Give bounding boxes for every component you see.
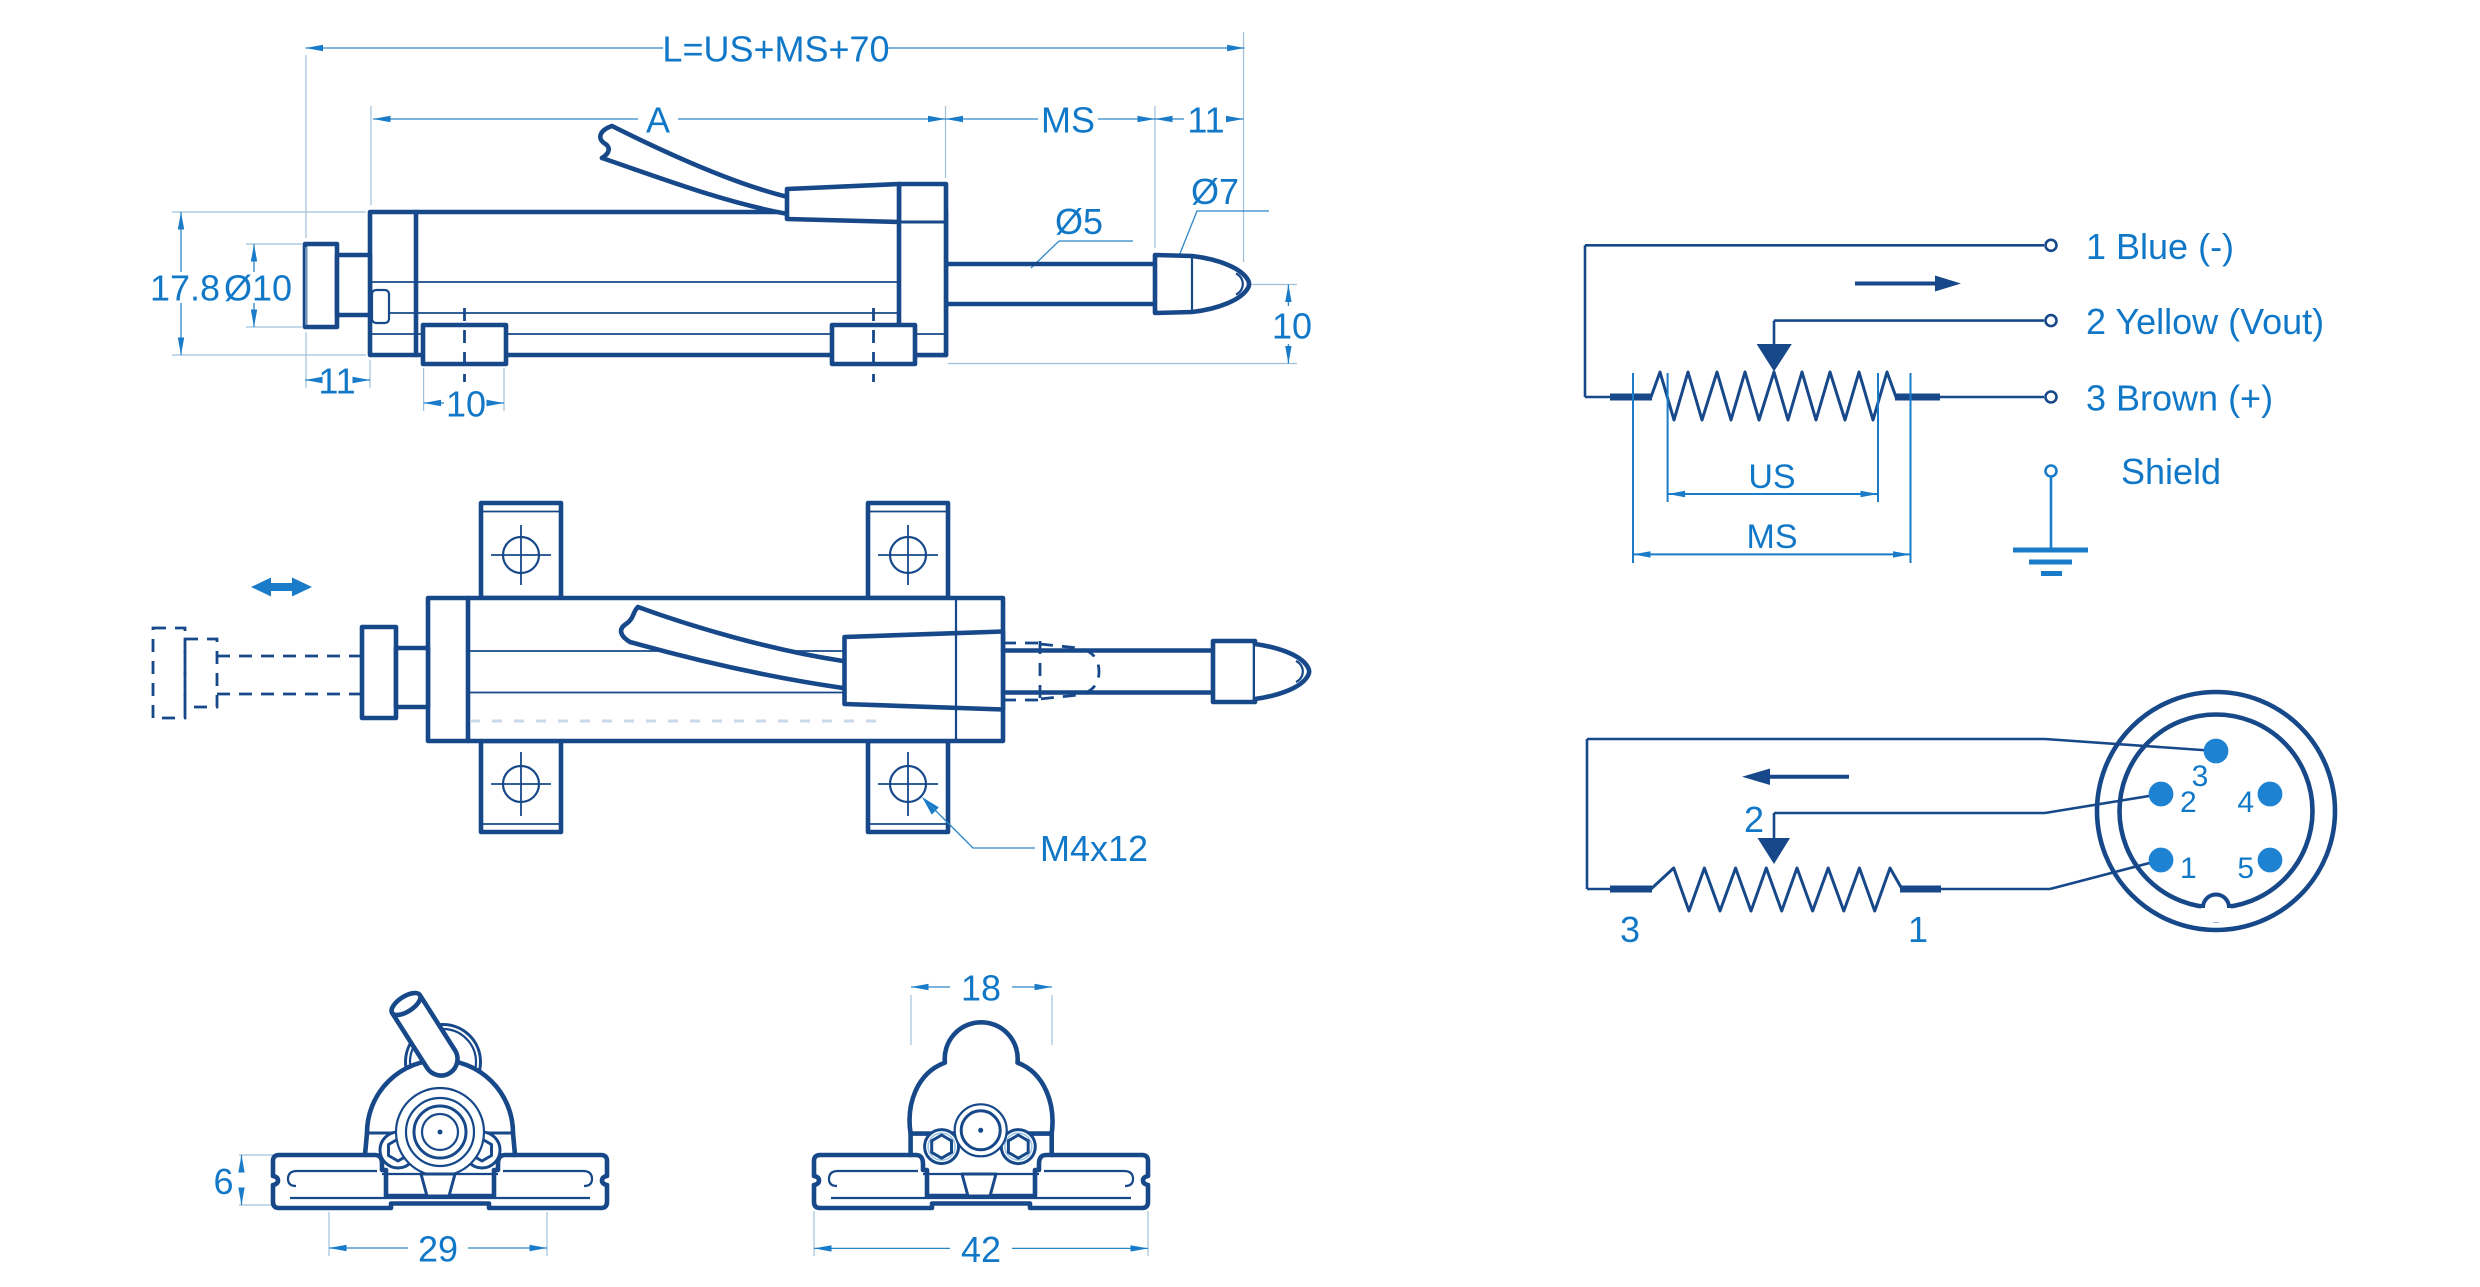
svg-text:10: 10 bbox=[1272, 306, 1312, 347]
svg-text:6: 6 bbox=[213, 1161, 233, 1202]
svg-text:11: 11 bbox=[1187, 100, 1224, 141]
svg-text:3: 3 bbox=[1620, 909, 1640, 950]
svg-text:A: A bbox=[646, 100, 670, 141]
svg-text:1: 1 bbox=[1908, 909, 1928, 950]
svg-text:2 Yellow (Vout): 2 Yellow (Vout) bbox=[2086, 301, 2324, 342]
svg-text:Shield: Shield bbox=[2121, 451, 2221, 492]
svg-text:3 Brown (+): 3 Brown (+) bbox=[2086, 378, 2273, 419]
svg-text:18: 18 bbox=[961, 968, 1001, 1009]
svg-text:17.8: 17.8 bbox=[150, 268, 220, 309]
svg-text:M4x12: M4x12 bbox=[1040, 828, 1148, 869]
svg-text:3: 3 bbox=[2192, 760, 2209, 793]
svg-text:Ø7: Ø7 bbox=[1191, 171, 1239, 212]
svg-text:Ø5: Ø5 bbox=[1055, 201, 1103, 242]
svg-text:4: 4 bbox=[2237, 786, 2254, 819]
svg-text:1: 1 bbox=[2180, 852, 2197, 885]
svg-text:1 Blue (-): 1 Blue (-) bbox=[2086, 226, 2234, 267]
svg-text:MS: MS bbox=[1747, 518, 1798, 556]
svg-text:11: 11 bbox=[318, 361, 355, 402]
svg-text:MS: MS bbox=[1041, 100, 1095, 141]
svg-text:42: 42 bbox=[961, 1229, 1001, 1270]
svg-text:29: 29 bbox=[418, 1229, 458, 1270]
svg-text:2: 2 bbox=[2180, 786, 2197, 819]
svg-text:L=US+MS+70: L=US+MS+70 bbox=[662, 29, 889, 70]
svg-text:10: 10 bbox=[446, 384, 486, 425]
svg-text:5: 5 bbox=[2237, 852, 2254, 885]
svg-text:Ø10: Ø10 bbox=[224, 268, 292, 309]
svg-text:2: 2 bbox=[1744, 799, 1764, 840]
svg-text:US: US bbox=[1748, 458, 1795, 496]
